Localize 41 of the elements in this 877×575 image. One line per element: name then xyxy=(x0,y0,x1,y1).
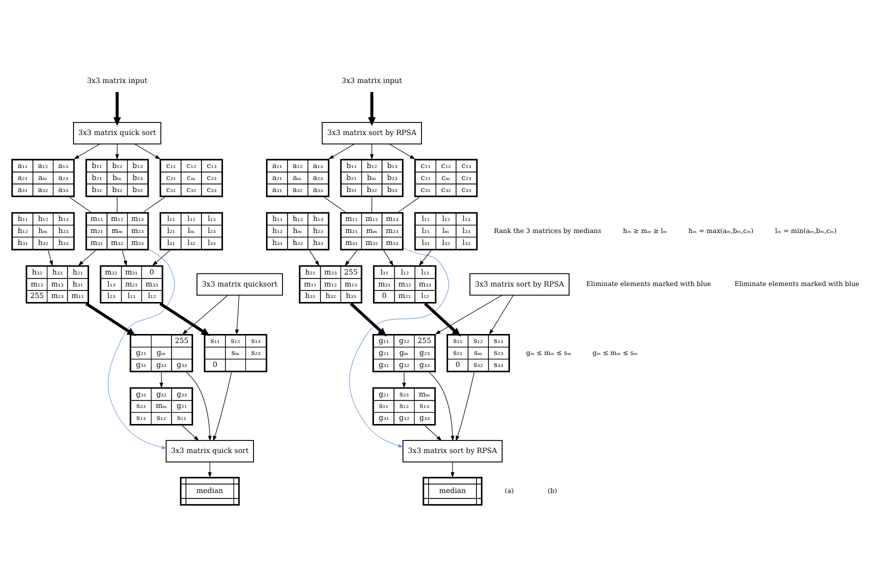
arrow xyxy=(370,143,374,160)
arrow xyxy=(450,461,454,478)
arrow xyxy=(78,250,96,266)
arrow xyxy=(435,294,502,334)
arrow xyxy=(429,372,454,441)
connector xyxy=(143,196,166,212)
arrow xyxy=(424,302,461,336)
connector xyxy=(116,196,118,212)
arrow xyxy=(186,372,212,441)
arrow xyxy=(418,250,432,266)
arrow xyxy=(134,143,161,159)
arrow xyxy=(208,461,212,478)
arrow xyxy=(48,250,53,266)
arrow xyxy=(235,294,240,334)
arrow xyxy=(182,424,200,440)
arrow xyxy=(85,302,136,336)
arrow xyxy=(309,250,320,266)
arrow xyxy=(74,143,100,159)
arrow xyxy=(328,143,355,159)
connector xyxy=(69,196,91,212)
arrow xyxy=(160,372,164,388)
arrow xyxy=(383,250,394,266)
arrow xyxy=(388,143,416,159)
arrow xyxy=(424,424,442,440)
arrow xyxy=(368,92,376,126)
arrow xyxy=(108,248,175,449)
connector xyxy=(398,196,420,212)
arrow xyxy=(344,250,358,266)
arrow xyxy=(122,250,128,266)
arrow xyxy=(402,372,406,388)
arrow xyxy=(489,294,514,334)
connector xyxy=(324,196,346,212)
arrow xyxy=(115,143,120,160)
arrow xyxy=(113,92,122,126)
arrow xyxy=(456,372,475,441)
arrow xyxy=(350,302,387,336)
arrow xyxy=(182,294,228,334)
arrow xyxy=(349,246,450,448)
arrow xyxy=(159,302,210,336)
arrow xyxy=(213,372,232,441)
arrow xyxy=(152,250,170,266)
